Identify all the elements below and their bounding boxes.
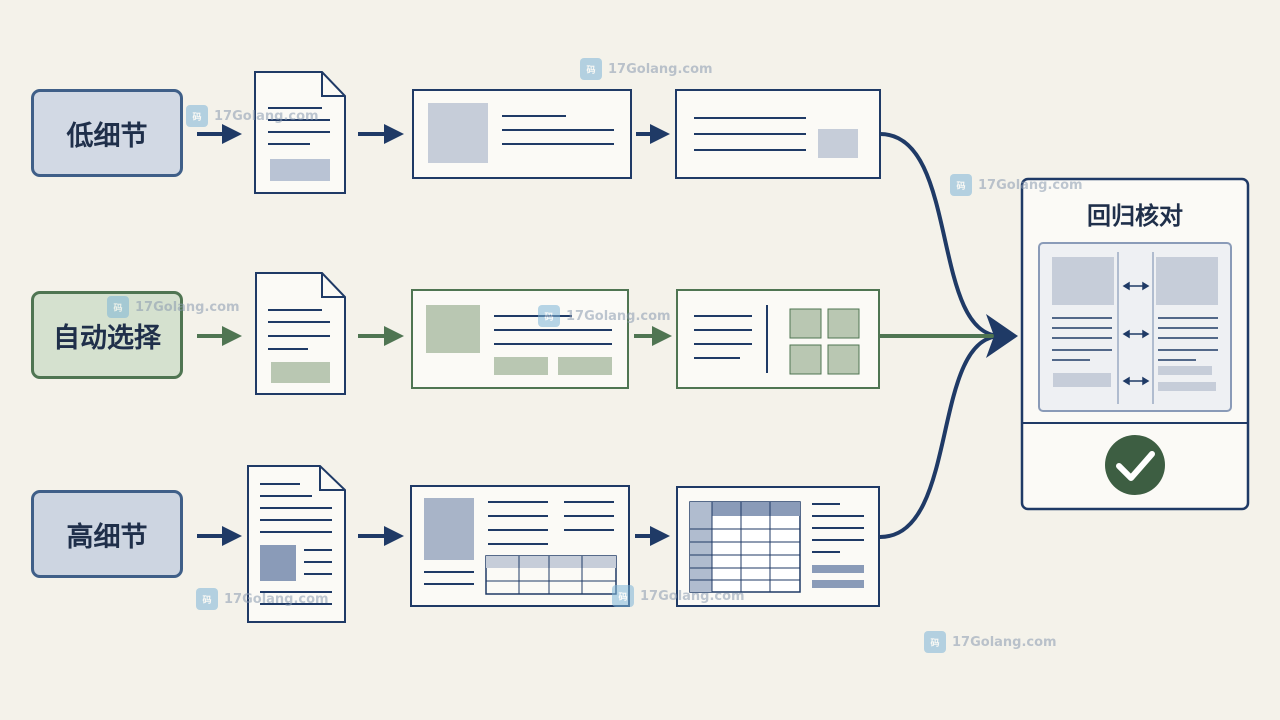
- auto-select-document: [255, 272, 346, 395]
- auto-select-label: 自动选择: [31, 291, 183, 379]
- row-low-detail: [197, 71, 881, 194]
- check-circle-icon: [1105, 435, 1165, 495]
- regression-check-panel: [1020, 177, 1250, 511]
- low-detail-layout-card: [412, 89, 632, 179]
- merge-arrowhead: [986, 314, 1018, 358]
- auto-select-layout-card: [411, 289, 629, 389]
- row-auto-select: [197, 272, 880, 395]
- high-detail-label: 高细节: [31, 490, 183, 578]
- regression-check-title: 回归核对: [1087, 202, 1183, 230]
- low-detail-document: [254, 71, 346, 194]
- auto-select-result-card: [676, 289, 880, 389]
- merge-connectors: [879, 132, 1018, 539]
- low-detail-label: 低细节: [31, 89, 183, 177]
- low-detail-result-card: [675, 89, 881, 179]
- high-detail-document: [247, 465, 346, 623]
- high-detail-result-card: [676, 486, 880, 607]
- row-high-detail: [197, 465, 880, 623]
- double-arrow-icon: [1122, 281, 1150, 386]
- high-detail-layout-card: [410, 485, 630, 607]
